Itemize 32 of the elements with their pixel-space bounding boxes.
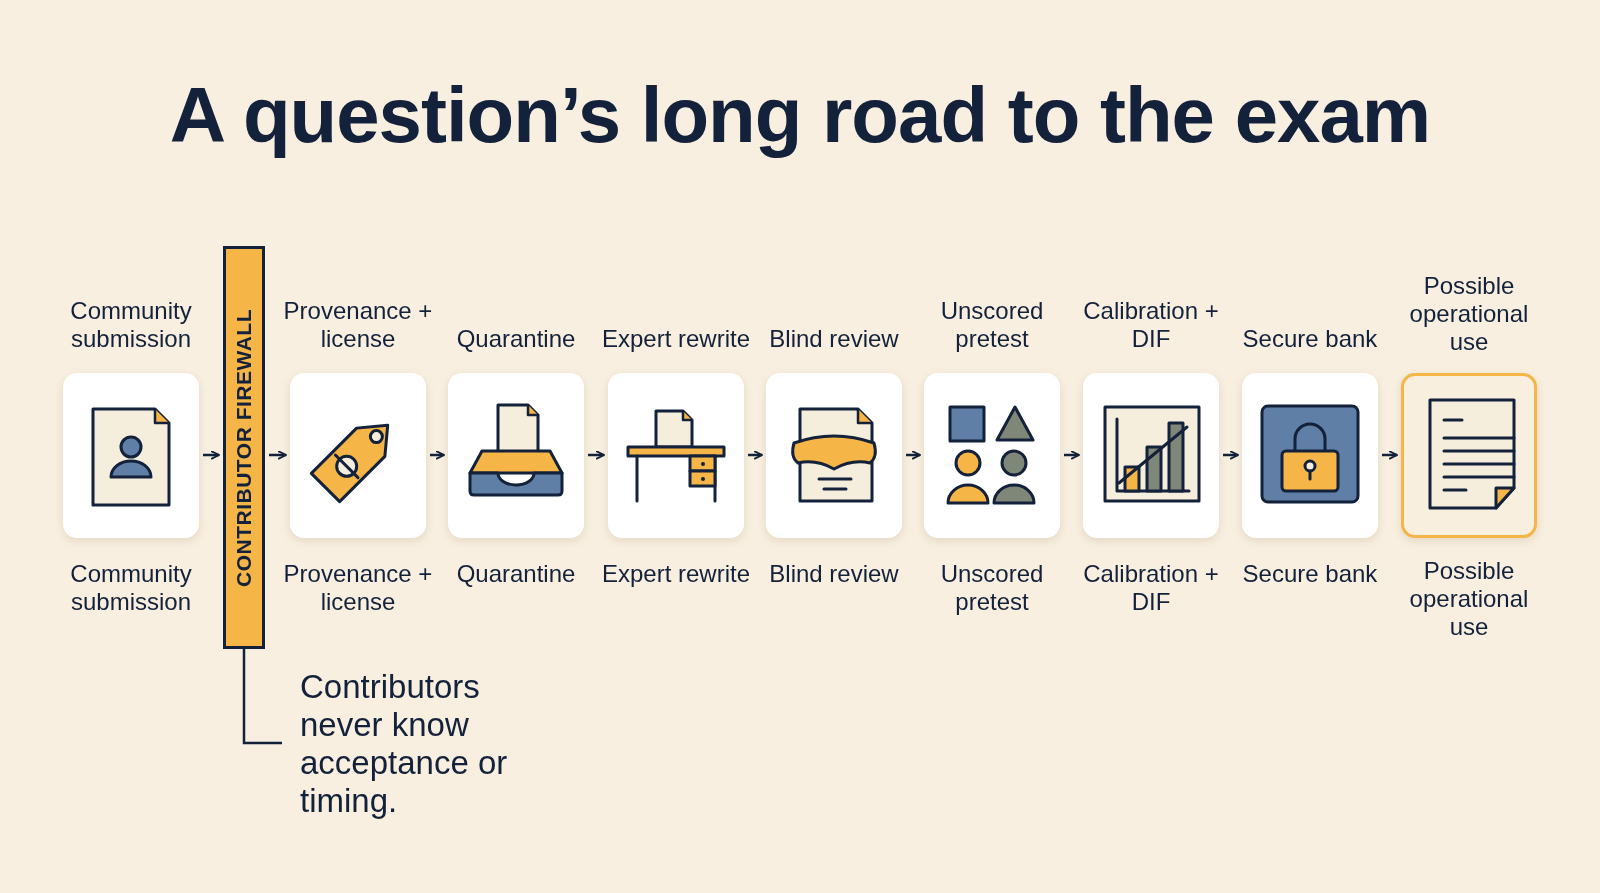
firewall-bar — [223, 246, 265, 649]
arrow — [588, 450, 605, 460]
step-label: Unscored pretest — [939, 560, 1045, 616]
step-label: Expert rewrite — [600, 325, 751, 353]
arrow — [1064, 450, 1080, 460]
arrow — [748, 450, 763, 460]
step-label: Expert rewrite — [600, 560, 751, 588]
step-label: Quarantine — [455, 560, 577, 588]
step-label: Provenance + license — [282, 297, 434, 353]
step-label: Provenance + license — [282, 560, 434, 616]
arrow — [1223, 450, 1239, 460]
arrow — [906, 450, 921, 460]
step-label: Possible operational use — [1408, 557, 1530, 641]
title: A question’s long road to the exam — [168, 70, 1432, 161]
step-label: Community submission — [69, 297, 193, 353]
step-label: Blind review — [768, 325, 900, 353]
step-label: Possible operational use — [1408, 272, 1530, 356]
step-label: Blind review — [768, 560, 900, 588]
step-label: Secure bank — [1241, 560, 1379, 588]
firewall-label: CONTRIBUTOR FIREWALL — [232, 308, 256, 587]
leader-line — [242, 649, 282, 745]
step-label: Secure bank — [1241, 325, 1379, 353]
step-label: Quarantine — [455, 325, 577, 353]
step-label: Unscored pretest — [939, 297, 1045, 353]
arrow — [430, 450, 445, 460]
step-label: Community submission — [69, 560, 193, 616]
arrow — [269, 450, 287, 460]
step-label: Calibration + DIF — [1082, 560, 1220, 616]
arrow — [203, 450, 220, 460]
arrow — [1382, 450, 1398, 460]
step-label: Calibration + DIF — [1082, 297, 1220, 353]
note-text: Contributors never know acceptance or timing. — [300, 668, 520, 820]
